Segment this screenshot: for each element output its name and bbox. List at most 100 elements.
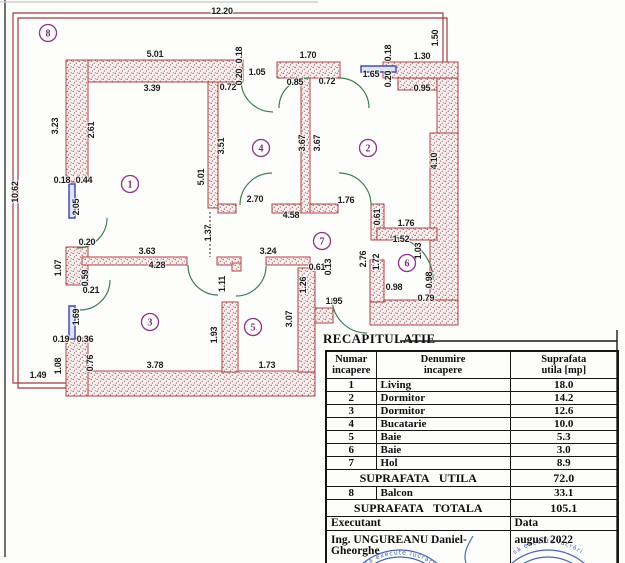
dimension-label: 1.70 [300, 50, 317, 60]
header-denumire: Denumire incapere [375, 350, 511, 379]
dimension-label: 1.26 [298, 276, 308, 293]
recap-table: Numar incapere Denumire incapere Suprafa… [325, 350, 619, 563]
cell-room-area: 8.9 [509, 456, 619, 470]
room-number-circle [358, 138, 378, 158]
wall-segment [217, 203, 237, 214]
door-arc [79, 279, 111, 311]
wall-segment [369, 259, 385, 303]
total-value: 105.1 [509, 499, 619, 517]
dimension-label: 0.13 [323, 258, 333, 275]
recap-title: RECAPITULATIE [323, 331, 436, 346]
header-numar: Numar incapere [325, 350, 377, 379]
cell-room-area: 33.1 [509, 486, 619, 500]
cell-room-number: 1 [325, 378, 377, 392]
cell-room-area: 14.2 [509, 391, 619, 405]
room-number-text: 5 [251, 323, 256, 334]
dimension-label: 3.23 [50, 117, 60, 134]
room-number-text: 3 [148, 318, 153, 329]
cell-room-name: Dormitor [375, 391, 511, 405]
cell-room-area: 18.0 [509, 378, 619, 392]
wall-segment [429, 132, 459, 314]
dimension-label: 0.79 [418, 293, 435, 303]
door-arc [278, 77, 310, 109]
dimension-label: 4.10 [429, 152, 439, 169]
wall-segment [65, 59, 89, 183]
cell-room-number: 4 [325, 417, 377, 431]
dimension-label: 1.76 [398, 218, 415, 228]
recap-panel: RECAPITULATIE Numar incapere Denumire in… [322, 331, 619, 563]
dimension-label: 0.21 [83, 285, 100, 295]
dimension-label: 10.62 [10, 181, 20, 203]
summary-rows: SUPRAFATA UTILA 72.0 8 Balcon 33.1 SUPRA… [325, 469, 619, 563]
dimension-label: 0.98 [386, 282, 403, 292]
room-number-circle [120, 174, 140, 194]
subtotal-value: 72.0 [509, 469, 619, 487]
dimension-label: 1.76 [338, 195, 355, 205]
header-row: Numar incapere Denumire incapere Suprafa… [325, 350, 619, 379]
room-number-text: 6 [405, 259, 410, 270]
dimension-label: 2.76 [358, 250, 368, 267]
door-arc [338, 172, 372, 206]
dimension-label: 1.03 [413, 242, 423, 259]
door-arc [235, 265, 267, 297]
dimension-label: 1.37 [203, 224, 213, 241]
dimension-label: 1.11 [217, 276, 227, 292]
data-label: Data [509, 516, 619, 531]
cell-room-name: Balcon [375, 486, 511, 500]
cell-room-number: 6 [325, 443, 377, 457]
dimension-label: 0.76 [85, 354, 95, 371]
door-arc [389, 236, 434, 281]
dimension-label: 3.07 [284, 310, 294, 327]
header-line: utila [mp] [541, 365, 587, 376]
dimension-label: 1.95 [326, 296, 343, 306]
cell-room-number: 5 [325, 430, 377, 444]
room-number-circle [243, 317, 263, 337]
cell-room-name: Baie [375, 430, 511, 444]
dimension-label: 5.01 [147, 49, 164, 59]
dimension-label: 5.01 [196, 168, 206, 185]
room-number-text: 7 [320, 237, 325, 248]
balcony-row: 8 Balcon 33.1 [325, 486, 619, 500]
dimension-label: 1.69 [71, 308, 81, 325]
wall-segment [309, 203, 339, 214]
dimension-label: 2.61 [86, 121, 96, 138]
balcony-boundary [12, 12, 448, 389]
dimension-label: 4.58 [283, 210, 300, 220]
window [68, 183, 76, 219]
wall-segment [221, 301, 239, 373]
wall-segment [369, 299, 459, 326]
total-row: SUPRAFATA TOTALA 105.1 [325, 499, 619, 517]
door-arc [187, 264, 219, 296]
header-line: Denumire [420, 354, 466, 365]
subtotal-row: SUPRAFATA UTILA 72.0 [325, 469, 619, 487]
dimension-label: 0.85 [287, 77, 304, 87]
cell-room-number: 7 [325, 456, 377, 470]
executant-value-row: Ing. UNGUREANU Daniel-Gheorghe august 20… [325, 530, 619, 563]
dimension-label: 0.36 [77, 334, 94, 344]
dimension-label: 2.70 [247, 194, 264, 204]
dimension-label: 3.67 [312, 134, 322, 151]
dimension-label: 1.52 [393, 234, 410, 244]
dimension-label: 3.24 [260, 246, 277, 256]
dimension-label: 1.73 [259, 360, 276, 370]
subtotal-label: SUPRAFATA UTILA [325, 469, 511, 487]
room-number-text: 2 [366, 144, 371, 155]
wall-segment [65, 59, 244, 83]
dimension-label: 1.50 [430, 29, 440, 46]
wall-segment [81, 256, 188, 266]
cell-room-area: 5.3 [509, 430, 619, 444]
room-number-circle [38, 23, 58, 43]
window [360, 65, 397, 73]
room-number-text: 4 [259, 144, 264, 155]
cell-room-name: Bucatarie [375, 417, 511, 431]
total-label: SUPRAFATA TOTALA [325, 499, 511, 517]
dimension-label: 0.61 [372, 208, 382, 225]
dimension-label: 0.20 [234, 68, 244, 85]
dimension-label: 0.18 [54, 175, 71, 185]
dimension-label: 1.08 [53, 357, 63, 374]
